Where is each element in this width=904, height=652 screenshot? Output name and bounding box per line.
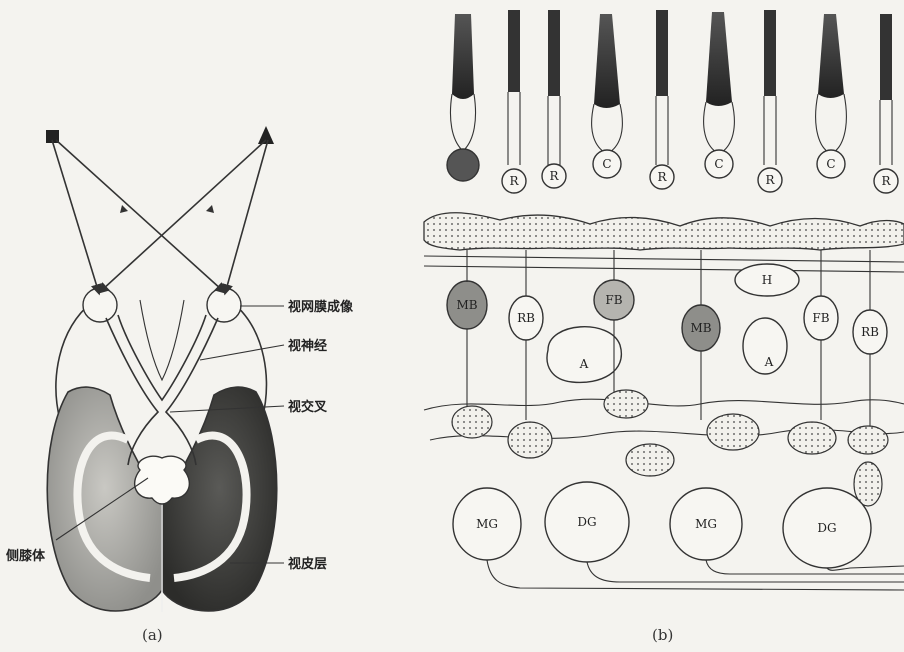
- photoreceptor-label: C: [602, 157, 611, 171]
- cell-label: MB: [690, 321, 711, 335]
- label-retina: 视网膜成像: [288, 299, 354, 315]
- ray-arrow-2: [206, 205, 214, 213]
- outer-segments: [452, 10, 892, 108]
- horizontal-process: [424, 256, 904, 262]
- inner-fibres: [140, 300, 184, 380]
- rod-outer-segment: [880, 14, 892, 100]
- inner-plexiform-line: [424, 399, 904, 410]
- ganglion-cells: [453, 482, 871, 568]
- lateral-geniculate-body: [135, 456, 190, 504]
- rod-outer-segment: [548, 10, 560, 96]
- photoreceptor-label: R: [549, 169, 559, 183]
- cell-label: MG: [695, 517, 717, 531]
- leader-optic-nerve: [200, 345, 284, 360]
- cell-label: FB: [605, 293, 622, 307]
- label-lgn: 侧膝体: [6, 548, 46, 564]
- middle-cell-labels: MB RB FB A MB H A FB RB: [456, 273, 879, 371]
- rod-outer-segment: [508, 10, 520, 92]
- horizontal-process: [424, 266, 904, 272]
- cell-label: DG: [577, 515, 596, 529]
- cone-nucleus-dark: [447, 149, 479, 181]
- cell-label: FB: [812, 311, 829, 325]
- ray-triangle-right: [226, 140, 268, 290]
- photoreceptor-label: R: [657, 170, 667, 184]
- rod-outer-segment: [656, 10, 668, 96]
- cell-label: A: [579, 357, 589, 371]
- cell-label: MG: [476, 517, 498, 531]
- cell-label: RB: [861, 325, 879, 339]
- photoreceptor-label: C: [826, 157, 835, 171]
- label-visual-cortex: 视皮层: [288, 556, 327, 572]
- rod-outer-segment: [764, 10, 776, 96]
- cone-outer-segment: [818, 14, 844, 98]
- right-eye: [207, 288, 241, 322]
- photoreceptor-label: R: [765, 173, 775, 187]
- photoreceptor-label: C: [714, 157, 723, 171]
- panel-b-retina-layers: R R C R C R C R MB RB FB: [424, 10, 904, 644]
- cell-label: RB: [517, 311, 535, 325]
- ray-square-right: [56, 140, 222, 290]
- label-optic-nerve: 视神经: [288, 338, 327, 354]
- ray-triangle-left: [102, 140, 266, 290]
- left-eye: [83, 288, 117, 322]
- cone-outer-segment: [594, 14, 620, 108]
- ray-square-left: [52, 140, 98, 290]
- cell-label: H: [762, 273, 772, 287]
- cone-outer-segment: [452, 14, 474, 99]
- amacrine-cell: [547, 327, 621, 383]
- outer-plexiform-terminals: [424, 213, 904, 250]
- label-optic-chiasm: 视交叉: [288, 399, 328, 415]
- ray-arrow-1: [120, 205, 128, 213]
- panel-a-visual-pathway: 视网膜成像 视神经 视交叉 侧膝体 视皮层 (a): [6, 126, 354, 644]
- optic-chiasm-fibres: [118, 315, 206, 400]
- cell-label: MB: [456, 298, 477, 312]
- cone-outer-segment: [706, 12, 732, 106]
- caption-b: (b): [652, 626, 673, 644]
- triangle-object: [258, 126, 274, 144]
- cell-label: A: [764, 355, 774, 369]
- photoreceptor-label: R: [881, 174, 891, 188]
- cell-label: DG: [817, 521, 836, 535]
- photoreceptor-label: R: [509, 174, 519, 188]
- caption-a: (a): [142, 626, 163, 644]
